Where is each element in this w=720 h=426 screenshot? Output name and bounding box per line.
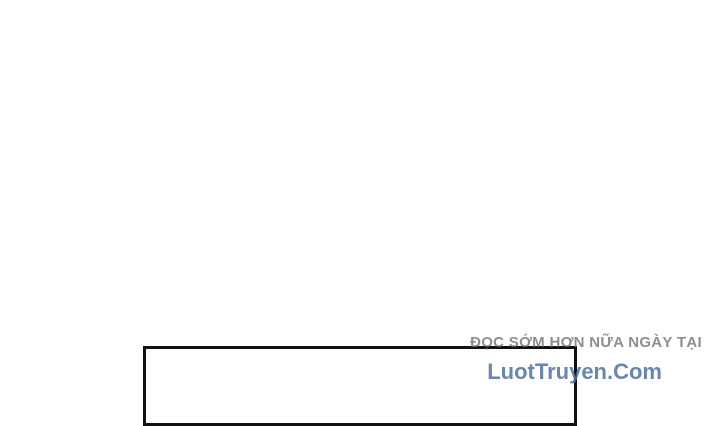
comic-page: ĐỌC SỚM HƠN NỮA NGÀY TẠI LuotTruyen.Com <box>143 333 702 426</box>
watermark-site-name: LuotTruyen.Com <box>487 359 662 384</box>
watermark-tagline: ĐỌC SỚM HƠN NỮA NGÀY TẠI <box>470 334 702 351</box>
site-watermark: ĐỌC SỚM HƠN NỮA NGÀY TẠI LuotTruyen.Com <box>422 333 702 385</box>
